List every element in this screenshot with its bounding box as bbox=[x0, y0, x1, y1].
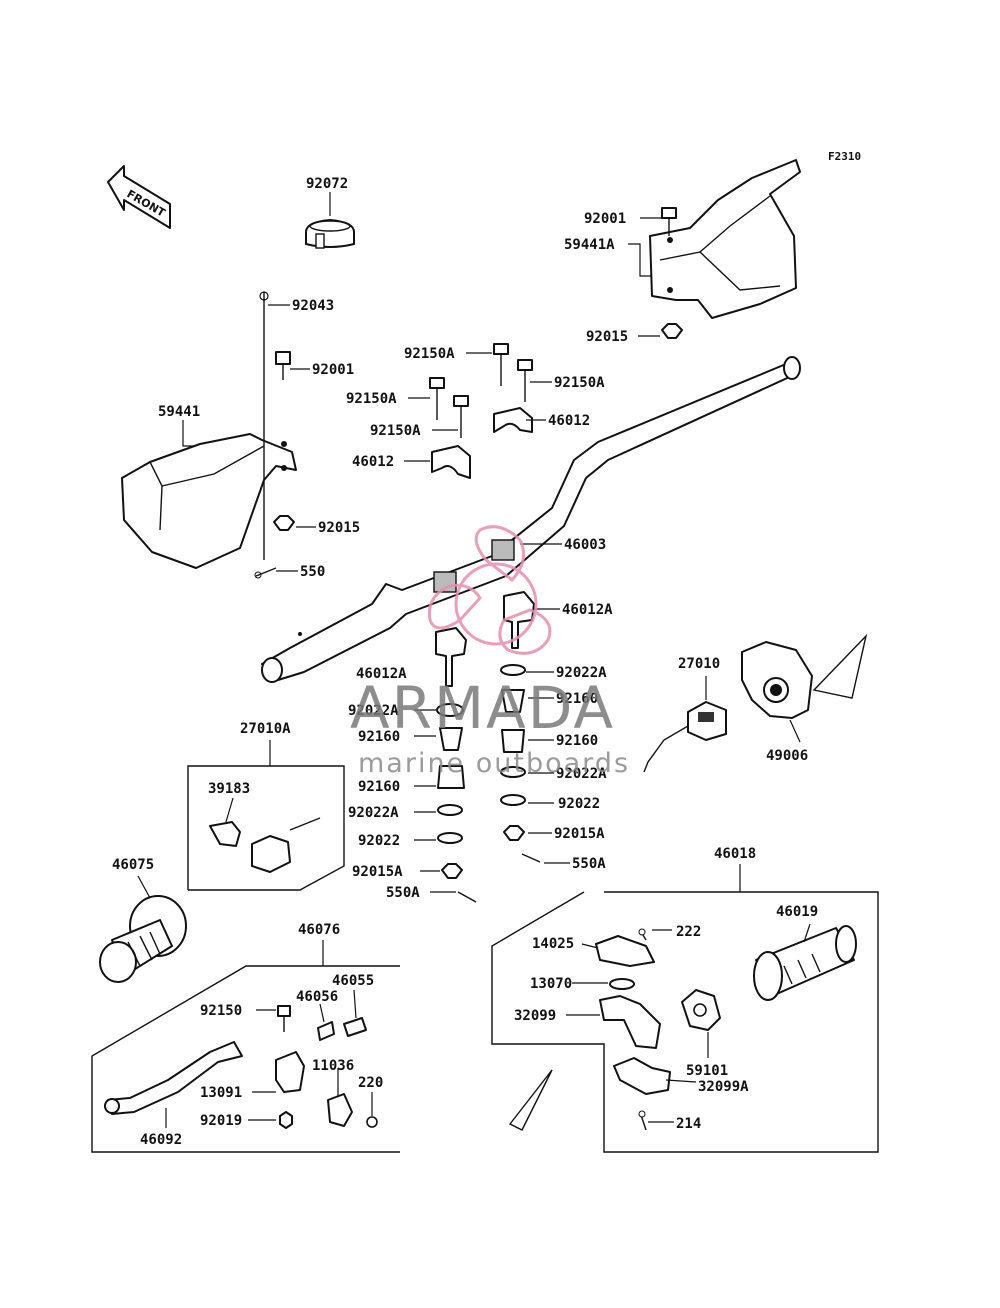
part-label: 92001 bbox=[584, 211, 626, 227]
part-label: 49006 bbox=[766, 748, 808, 764]
part-label: 550A bbox=[386, 885, 420, 901]
part-label: 46012A bbox=[562, 602, 613, 618]
clamp-ring-part bbox=[305, 219, 355, 249]
part-label: 92022A bbox=[556, 766, 607, 782]
pin-part bbox=[254, 567, 277, 579]
part-label: 46012A bbox=[356, 666, 407, 682]
part-label: 92015A bbox=[352, 864, 403, 880]
part-label: 46076 bbox=[298, 922, 340, 938]
bolt-part bbox=[661, 207, 677, 236]
group-frame bbox=[187, 765, 345, 891]
left-handguard-part bbox=[121, 433, 297, 569]
part-label: 92150A bbox=[404, 346, 455, 362]
part-label: 46012 bbox=[548, 413, 590, 429]
part-label: 92150A bbox=[370, 423, 421, 439]
front-arrow-icon: FRONT bbox=[107, 165, 171, 229]
part-label: 222 bbox=[676, 924, 701, 940]
part-label: 92022A bbox=[556, 665, 607, 681]
part-label: 13070 bbox=[530, 976, 572, 992]
watermark: ARMADA marine outboards bbox=[350, 525, 630, 779]
part-label: 92022 bbox=[558, 796, 600, 812]
throttle-parts bbox=[595, 928, 721, 1131]
part-label: 92022 bbox=[358, 833, 400, 849]
right-grip-part bbox=[753, 925, 857, 1001]
upper-clamp-part bbox=[431, 407, 533, 479]
nut-part bbox=[273, 515, 295, 531]
lever-bracket-part bbox=[275, 1005, 378, 1129]
part-label: 59101 bbox=[686, 1063, 728, 1079]
part-label: 32099 bbox=[514, 1008, 556, 1024]
part-label: 46056 bbox=[296, 989, 338, 1005]
bolt-part bbox=[275, 351, 291, 380]
part-label: 46075 bbox=[112, 857, 154, 873]
leader-lines bbox=[137, 192, 811, 1128]
throttle-housing-part bbox=[741, 633, 868, 719]
handlebar-part bbox=[261, 356, 801, 683]
group-frame bbox=[91, 965, 400, 1153]
part-label: 14025 bbox=[532, 936, 574, 952]
part-label: 92150 bbox=[200, 1003, 242, 1019]
part-label: 550A bbox=[572, 856, 606, 872]
part-label: 92160 bbox=[358, 729, 400, 745]
figure-code: F2310 bbox=[828, 150, 861, 163]
part-label: 11036 bbox=[312, 1058, 354, 1074]
part-label: 46092 bbox=[140, 1132, 182, 1148]
part-label: 39183 bbox=[208, 781, 250, 797]
part-label: 46012 bbox=[352, 454, 394, 470]
cotter-pin-part bbox=[259, 291, 269, 560]
part-label: 92015 bbox=[586, 329, 628, 345]
part-label: 92015A bbox=[554, 826, 605, 842]
part-label: 92150A bbox=[554, 375, 605, 391]
part-label: 32099A bbox=[698, 1079, 749, 1095]
switch-part bbox=[209, 817, 321, 873]
part-label: 27010A bbox=[240, 721, 291, 737]
part-label: 92160 bbox=[556, 691, 598, 707]
part-label: 92001 bbox=[312, 362, 354, 378]
part-label: 46018 bbox=[714, 846, 756, 862]
right-handguard-part bbox=[649, 159, 801, 319]
part-label: 92160 bbox=[358, 779, 400, 795]
part-label: 92022A bbox=[348, 805, 399, 821]
nut-part bbox=[661, 323, 683, 339]
part-label: 59441 bbox=[158, 404, 200, 420]
part-label: 59441A bbox=[564, 237, 615, 253]
clutch-lever-part bbox=[104, 1041, 243, 1115]
part-label: 550 bbox=[300, 564, 325, 580]
part-label: 92019 bbox=[200, 1113, 242, 1129]
part-label: 27010 bbox=[678, 656, 720, 672]
part-label: 92043 bbox=[292, 298, 334, 314]
rubber-mount-stack bbox=[436, 664, 541, 903]
part-label: 92072 bbox=[306, 176, 348, 192]
part-label: 13091 bbox=[200, 1085, 242, 1101]
left-grip-part bbox=[99, 895, 187, 983]
part-label: 92150A bbox=[346, 391, 397, 407]
part-label: 92160 bbox=[556, 733, 598, 749]
part-label: 214 bbox=[676, 1116, 701, 1132]
group-frame bbox=[491, 891, 879, 1153]
part-label: 46055 bbox=[332, 973, 374, 989]
propeller-logo-icon bbox=[427, 525, 552, 655]
part-label: 92022A bbox=[348, 703, 399, 719]
lower-clamp-part bbox=[435, 591, 535, 687]
watermark-brand: ARMADA bbox=[350, 674, 615, 742]
part-label: 46019 bbox=[776, 904, 818, 920]
part-label: 92015 bbox=[318, 520, 360, 536]
switch-part bbox=[643, 701, 727, 773]
pointer-arrow bbox=[508, 1069, 553, 1131]
part-label: 220 bbox=[358, 1075, 383, 1091]
bolt-part bbox=[429, 343, 533, 438]
part-labels: 92072 92001 59441A 92015 92043 92001 594… bbox=[112, 176, 818, 1148]
watermark-tagline: marine outboards bbox=[358, 748, 630, 779]
part-label: 46003 bbox=[564, 537, 606, 553]
